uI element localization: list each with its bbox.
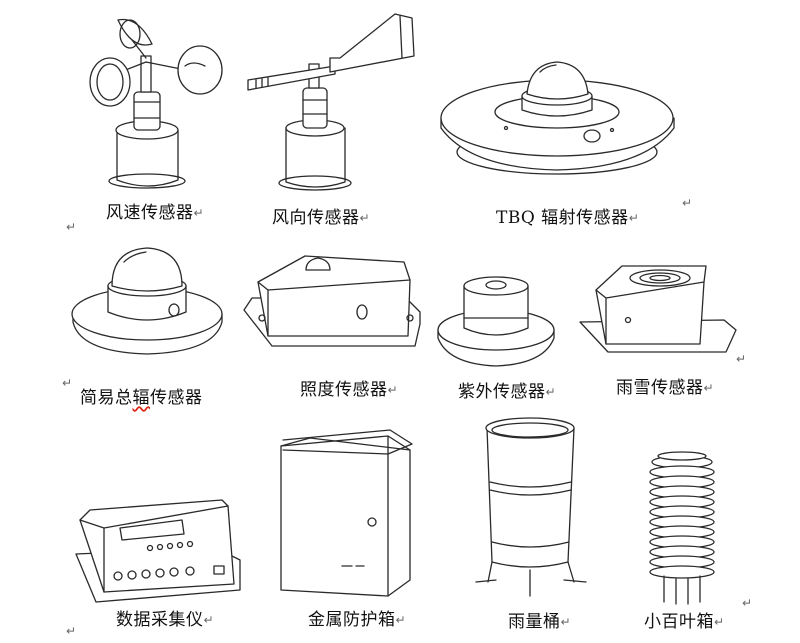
louver-shelter-icon [650,452,714,604]
return-mark: ↵ [66,220,77,234]
anemometer-icon [90,20,222,189]
uv-sensor-icon [438,277,554,366]
spellcheck-mark: 辐 [132,388,150,408]
simple-radiation-sensor-icon [72,248,222,354]
label-data-logger: 数据采集仪↵ [116,610,215,630]
wind-vane-icon [248,14,414,190]
data-logger-icon [76,500,240,602]
rain-snow-sensor-icon [580,266,736,352]
return-mark: ↵ [66,624,77,638]
label-wind-vane: 风向传感器↵ [272,208,371,228]
label-radiation-sensor: TBQ 辐射传感器↵ [496,208,640,228]
return-mark: ↵ [736,352,747,366]
metal-enclosure-icon [281,430,412,596]
return-mark: ↵ [742,596,753,610]
illuminance-sensor-icon [244,256,420,346]
label-illuminance-sensor: 照度传感器↵ [300,380,399,400]
return-mark: ↵ [62,376,73,390]
rain-gauge-icon [476,418,586,596]
label-louver-shelter: 小百叶箱↵ [644,612,725,632]
label-simple-radiation-sensor: 简易总辐传感器 [80,388,203,408]
radiation-sensor-icon [441,62,674,174]
label-rain-snow-sensor: 雨雪传感器↵ [616,378,715,398]
label-uv-sensor: 紫外传感器↵ [458,382,557,402]
return-mark: ↵ [682,196,693,210]
label-anemometer: 风速传感器↵ [106,203,205,223]
label-rain-gauge: 雨量桶↵ [508,612,572,632]
label-metal-enclosure: 金属防护箱↵ [308,610,407,630]
